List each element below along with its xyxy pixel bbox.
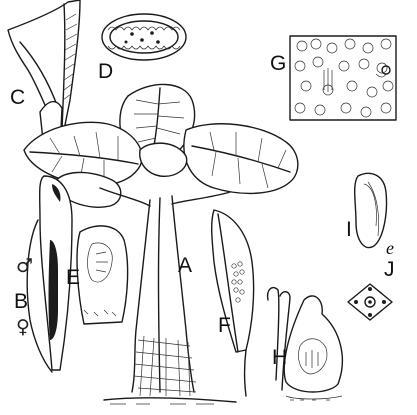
figure-i-ovule: I e	[346, 173, 394, 258]
figure-j-floral-diagram: J	[348, 258, 395, 320]
label-e: E	[66, 266, 80, 289]
female-symbol: ♀	[16, 316, 30, 338]
label-j: J	[384, 258, 395, 281]
male-symbol: ♂	[16, 255, 33, 277]
figure-b-spathe-section: B ♂ ♀	[14, 176, 72, 372]
label-a: A	[178, 254, 192, 277]
label-i: I	[346, 218, 352, 241]
label-f: F	[218, 314, 231, 337]
figure-h-pistil-section: H	[268, 288, 343, 400]
figure-d-cross-section: D	[98, 14, 186, 83]
label-g: G	[270, 52, 286, 75]
figure-f-spathe-spadix: F	[212, 210, 254, 396]
label-c: C	[10, 86, 25, 109]
label-b: B	[14, 290, 28, 313]
figure-e-flower-detail: E	[66, 226, 128, 324]
label-d: D	[98, 60, 113, 83]
label-h: H	[272, 346, 287, 369]
figure-g-tissue-detail: G	[270, 36, 396, 120]
label-e-small: e	[386, 238, 394, 258]
